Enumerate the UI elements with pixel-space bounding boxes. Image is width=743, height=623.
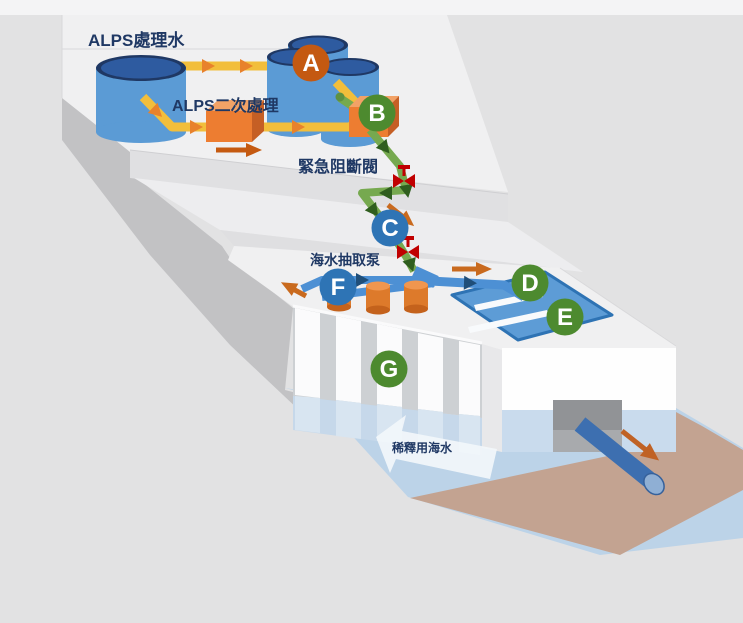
cliff-face: [62, 98, 318, 428]
intake-side-face: [482, 344, 502, 452]
badge-b: B: [358, 94, 396, 132]
label-seawater-pump: 海水抽取泵: [310, 252, 380, 268]
badge-g-letter: G: [380, 356, 399, 383]
badge-f-letter: F: [331, 274, 346, 301]
flow-chevron-icon: [147, 102, 163, 117]
terrace-step1-face: [130, 150, 508, 222]
flow-chevron-icon: [375, 138, 390, 154]
intake-pillar: [295, 308, 320, 398]
dilution-flow: 稀釋用海水: [376, 415, 497, 479]
pool-flow-arrow-icon: [452, 262, 492, 276]
badge-c-letter: C: [381, 215, 398, 242]
flow-chevron-icon: [379, 186, 392, 200]
intake-pillar-submerged: [336, 400, 361, 439]
flow-chevron-icon: [202, 59, 215, 73]
flow-chevron-icon: [356, 273, 369, 287]
valve-icon: [397, 236, 419, 259]
badge-b-letter: B: [368, 100, 385, 127]
badge-a-letter: A: [302, 50, 319, 77]
flow-chevron-icon: [399, 183, 413, 198]
label-alps-secondary-treatment: ALPS二次處理: [172, 96, 279, 115]
badge-e: E: [546, 298, 584, 336]
outlet-flow-arrow-icon: [620, 429, 660, 461]
outlet-structure: [502, 348, 676, 496]
discharge-pipe: [574, 417, 658, 489]
flow-chevron-icon: [463, 275, 477, 290]
discharge-pipe-end: [643, 472, 665, 496]
storage-tank-single: [96, 55, 186, 143]
badge-e-letter: E: [557, 304, 573, 331]
badge-a: A: [292, 44, 330, 82]
badge-d-letter: D: [521, 270, 538, 297]
background-top-strip: [0, 0, 743, 15]
secondary-treatment-unit: [206, 100, 264, 157]
intake-pillar: [459, 341, 480, 416]
flow-chevron-icon: [240, 59, 253, 73]
label-dilution-seawater: 稀釋用海水: [392, 440, 453, 455]
pump-unit: [404, 280, 428, 314]
intake-flow-arrow-icon: [280, 282, 308, 299]
dilution-arrow-icon: [376, 415, 497, 479]
flow-chevron-icon: [402, 257, 416, 272]
badge-f: F: [319, 268, 357, 306]
pool-weir: [468, 310, 549, 333]
badge-g: G: [370, 350, 408, 388]
flow-chevron-icon: [292, 120, 305, 134]
outlet-block-face: [502, 348, 676, 410]
emergency-valve-icon: [393, 165, 415, 188]
terrace-level2-top: [134, 178, 583, 272]
intake-pillar: [418, 333, 443, 412]
intake-pillar: [336, 316, 361, 403]
treatment-flow-arrow-icon: [216, 143, 262, 157]
badge-c: C: [371, 209, 409, 247]
flow-chevron-icon: [364, 201, 379, 217]
step1-edge: [129, 149, 509, 195]
level3-ne-edge: [559, 267, 677, 347]
intake-top-edge: [292, 304, 483, 345]
flow-chevron-icon: [190, 120, 203, 134]
intake-pillar-submerged: [295, 396, 320, 433]
badge-d: D: [511, 264, 549, 302]
pump-unit: [366, 281, 390, 315]
label-emergency-shutoff-valve: 緊急阻斷閥: [298, 157, 378, 176]
label-alps-treated-water: ALPS處理水: [88, 30, 185, 50]
